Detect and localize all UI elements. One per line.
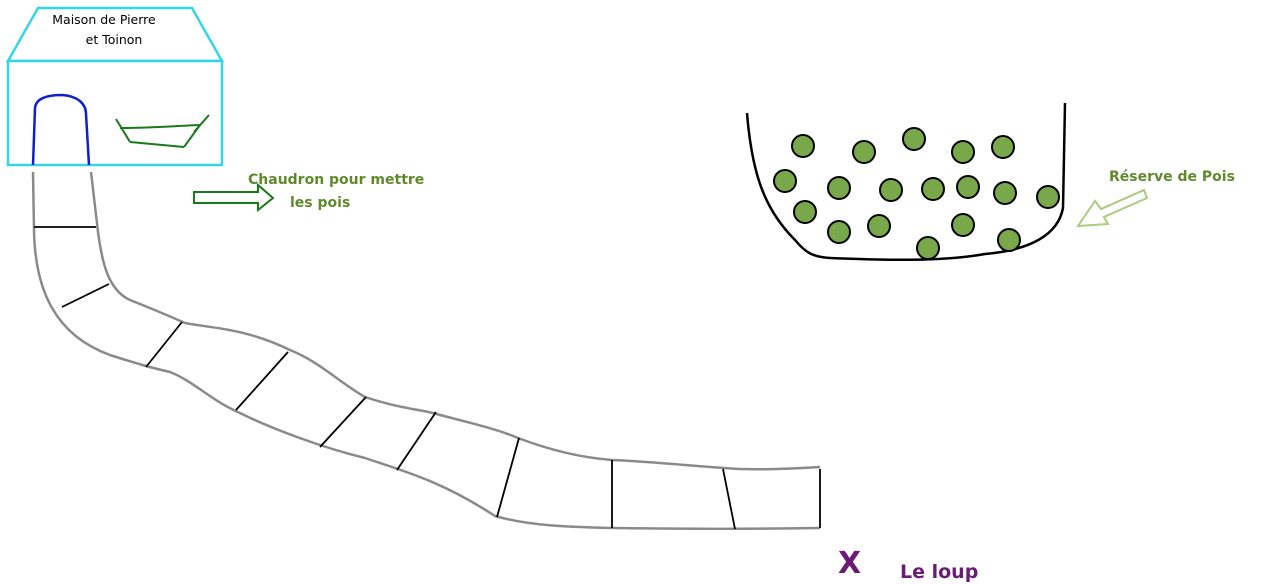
pea: [917, 237, 939, 259]
pea: [903, 128, 925, 150]
pea: [1037, 186, 1059, 208]
reserve-peas: [774, 128, 1059, 259]
pea: [880, 179, 902, 201]
house-wall: [8, 61, 222, 165]
house-title: Maison de Pierre et Toinon: [20, 10, 188, 50]
wolf-label: Le loup: [900, 560, 978, 584]
pea: [998, 229, 1020, 251]
pea: [792, 135, 814, 157]
pea: [828, 177, 850, 199]
cauldron-label: Chaudron pour mettre les pois: [248, 169, 424, 215]
house-title-line1: Maison de Pierre: [20, 10, 188, 30]
cauldron-label-line1: Chaudron pour mettre: [248, 169, 424, 192]
pea: [952, 141, 974, 163]
reserve-label: Réserve de Pois: [1109, 169, 1235, 185]
pea: [828, 221, 850, 243]
cauldron-label-line2: les pois: [248, 192, 424, 215]
path-edge-right: [91, 172, 820, 469]
pea: [957, 176, 979, 198]
pea: [992, 136, 1014, 158]
house-title-line2: et Toinon: [20, 30, 188, 50]
path-edge-left: [33, 172, 820, 529]
pea: [794, 201, 816, 223]
wolf-marker: X: [838, 549, 861, 579]
pea: [853, 141, 875, 163]
pea: [868, 215, 890, 237]
path-rungs: [34, 227, 820, 529]
pea: [922, 178, 944, 200]
pea: [994, 182, 1016, 204]
pea: [952, 214, 974, 236]
pea: [774, 170, 796, 192]
path-track: [33, 172, 820, 529]
reserve-arrow: [1078, 190, 1147, 226]
